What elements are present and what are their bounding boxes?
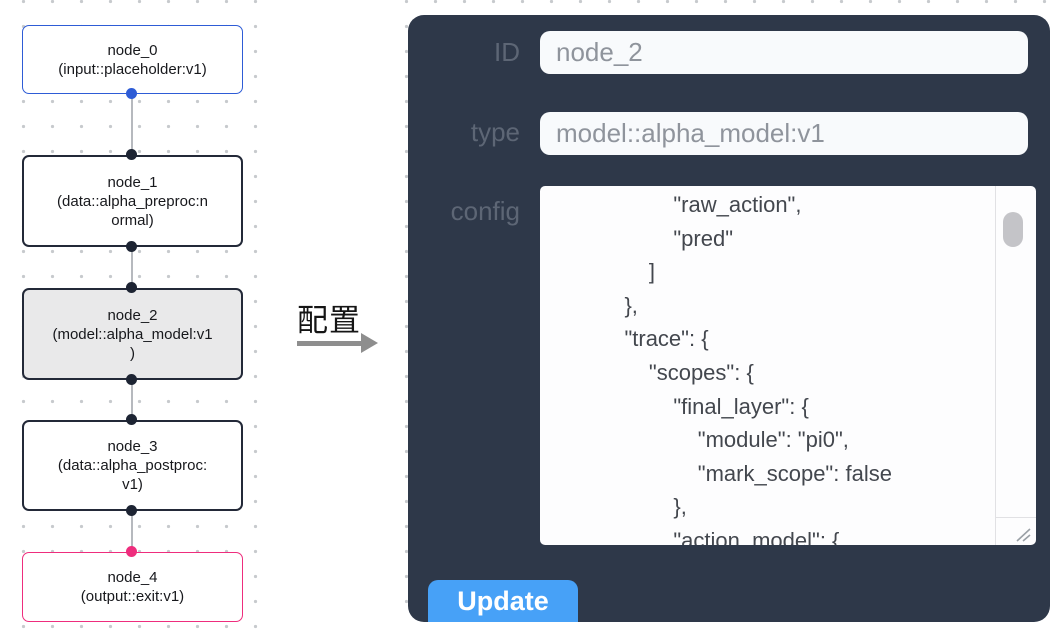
node-type: (model::alpha_model:v1 [52, 325, 213, 343]
edge-node3-node4 [131, 511, 133, 552]
node-type: (input::placeholder:v1) [58, 60, 207, 78]
flow-node-node_1[interactable]: node_1 (data::alpha_preproc:n ormal) [22, 155, 243, 247]
port-node3-out[interactable] [126, 505, 137, 516]
port-node1-in[interactable] [126, 149, 137, 160]
node-type: (data::alpha_postproc: [57, 457, 208, 474]
node-type: (output::exit:v1) [80, 588, 185, 605]
configure-label: 配置 [297, 303, 361, 338]
node-type: (data::alpha_preproc:n [57, 192, 208, 210]
port-node2-in[interactable] [126, 282, 137, 293]
arrow-right-icon [297, 341, 361, 346]
flow-node-node_4[interactable]: node_4 (output::exit:v1) [22, 552, 243, 622]
flow-node-node_2-selected[interactable]: node_2 (model::alpha_model:v1 ) [22, 288, 243, 380]
port-node4-in[interactable] [126, 546, 137, 557]
node-title: node_0 [107, 41, 158, 59]
node-title: node_1 [107, 173, 158, 191]
config-json-text: "raw_action", "pred" ] }, "trace": { "sc… [624, 192, 892, 545]
port-node0-out[interactable] [126, 88, 137, 99]
id-input[interactable] [540, 31, 1028, 74]
config-textarea[interactable]: "raw_action", "pred" ] }, "trace": { "sc… [540, 186, 1036, 545]
node-type: ) [130, 344, 135, 362]
arrow-right-icon [361, 333, 378, 353]
node-type: ormal) [111, 211, 154, 229]
node-config-panel: ID type config "raw_action", "pred" ] },… [408, 15, 1050, 622]
type-input[interactable] [540, 112, 1028, 155]
edge-node0-node1 [131, 94, 133, 155]
node-title: node_3 [107, 438, 158, 455]
node-title: node_4 [107, 569, 158, 586]
port-node3-in[interactable] [126, 414, 137, 425]
resize-handle[interactable] [995, 517, 1036, 545]
edge-node1-node2 [131, 247, 133, 288]
id-field-label: ID [494, 37, 520, 67]
edge-node2-node3 [131, 380, 133, 420]
config-field-label: config [450, 196, 520, 226]
flow-node-node_3[interactable]: node_3 (data::alpha_postproc: v1) [22, 420, 243, 511]
flow-node-node_0[interactable]: node_0 (input::placeholder:v1) [22, 25, 243, 94]
scrollbar-track [995, 186, 996, 517]
scrollbar-thumb[interactable] [1003, 212, 1023, 247]
port-node1-out[interactable] [126, 241, 137, 252]
node-title: node_2 [107, 306, 158, 324]
port-node2-out[interactable] [126, 374, 137, 385]
node-type: v1) [122, 476, 143, 493]
update-button[interactable]: Update [428, 580, 578, 622]
type-field-label: type [470, 117, 520, 147]
resize-grip-icon [1016, 528, 1031, 542]
